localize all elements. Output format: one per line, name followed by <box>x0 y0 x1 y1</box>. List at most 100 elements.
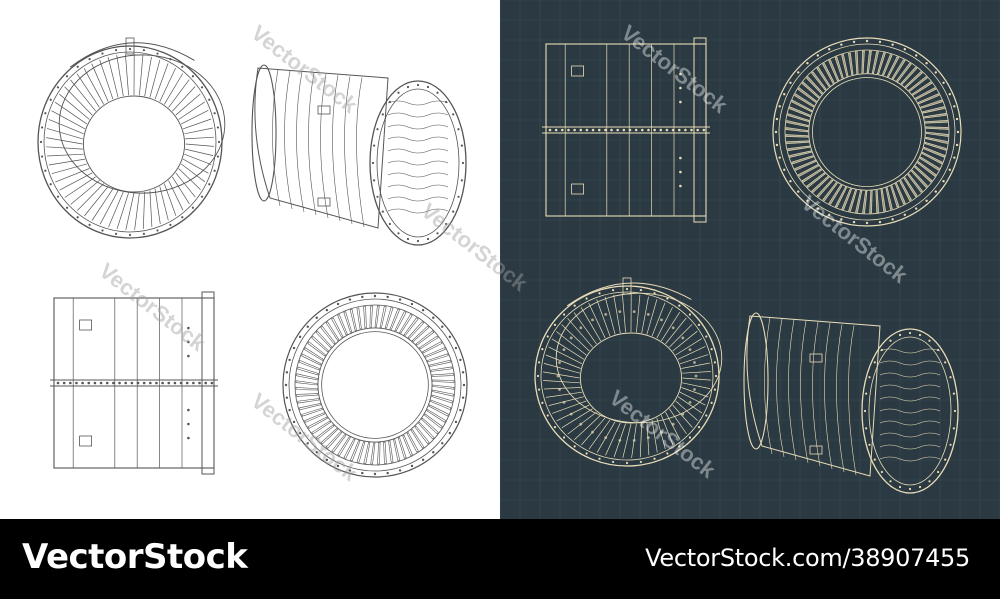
stator-vane <box>904 71 923 89</box>
bolt-hole <box>611 460 615 464</box>
front-flange-inner <box>540 291 714 461</box>
bolt-hole <box>210 381 214 385</box>
stator-vane <box>886 56 900 78</box>
stator-vane <box>665 317 687 345</box>
stator-vane <box>297 366 319 376</box>
stator-vane <box>925 126 949 130</box>
stator-vane <box>675 400 698 421</box>
stator-vane <box>672 330 698 352</box>
stator-vane <box>675 338 702 356</box>
bolt-hole <box>306 442 309 445</box>
bolt-hole <box>459 408 462 412</box>
bolt-hole <box>361 295 364 299</box>
vane-highlight <box>694 374 698 378</box>
front-flange <box>201 291 215 475</box>
vane-row <box>879 456 941 462</box>
stator-vane <box>356 307 362 330</box>
stator-vane <box>544 387 581 390</box>
bolt-hole <box>105 381 109 385</box>
vectorstock-logo[interactable]: VectorStock <box>22 537 248 577</box>
stator-vane <box>923 113 947 119</box>
stator-vane <box>679 391 706 406</box>
stator-vane <box>636 294 641 333</box>
bolt-hole <box>878 220 882 224</box>
bolt-hole <box>567 128 570 132</box>
bolt-hole <box>928 339 931 342</box>
stator-vane <box>855 190 863 213</box>
bolt-hole <box>142 381 146 385</box>
bolt-hole <box>398 469 402 472</box>
stator-vane <box>168 79 190 108</box>
front-flange-inner <box>868 336 952 486</box>
bolt-hole <box>213 169 216 172</box>
bolt-hole <box>597 128 601 132</box>
stator-vane <box>677 346 706 360</box>
stator-vane <box>894 182 906 205</box>
bolt-hole <box>397 232 400 235</box>
bolt-hole <box>816 207 820 210</box>
stator-vane <box>677 396 703 414</box>
stator-vane <box>841 54 849 77</box>
bolt-hole <box>87 381 91 385</box>
stator-vane <box>899 180 912 202</box>
stator-vane <box>797 87 817 103</box>
bolt-hole <box>690 128 693 132</box>
vane-highlight <box>646 436 650 439</box>
bolt-hole <box>187 422 190 426</box>
stator-vane <box>414 425 430 445</box>
casing-rib <box>320 73 329 219</box>
bolt-hole <box>827 48 831 51</box>
casing-rib <box>332 75 341 222</box>
stator-vane <box>424 347 446 358</box>
stator-vane <box>343 311 353 333</box>
bolt-hole <box>421 458 425 462</box>
bolt-hole <box>461 371 465 374</box>
stator-vane <box>866 50 872 74</box>
stator-vane <box>567 411 597 435</box>
stator-vane <box>548 346 583 365</box>
casing-rib <box>344 76 353 225</box>
bolt-hole <box>426 85 430 89</box>
stator-vane <box>418 421 435 440</box>
vane-inner-ring <box>808 73 926 191</box>
bolt-hole <box>373 179 376 182</box>
vane-row <box>387 160 449 166</box>
stator-vane <box>184 127 213 135</box>
bolt-hole <box>40 126 44 129</box>
stator-vane <box>315 330 332 349</box>
stator-vane <box>431 373 454 377</box>
bolt-hole <box>934 71 937 74</box>
stator-vane <box>822 182 838 202</box>
vane-row <box>879 420 941 426</box>
stator-vane <box>917 161 937 177</box>
stator-vane <box>588 302 606 339</box>
bolt-hole <box>955 117 959 121</box>
stator-vane <box>822 62 835 84</box>
bolt-hole <box>397 91 400 94</box>
stator-vane <box>301 407 323 417</box>
bolt-hole <box>944 361 947 364</box>
casing-rib <box>788 319 797 461</box>
vane-highlight <box>591 430 594 434</box>
stator-vane <box>415 330 435 346</box>
stator-vane <box>545 391 583 398</box>
vane-highlight <box>591 318 594 322</box>
bolt-hole <box>169 223 172 226</box>
stator-vane <box>669 323 693 348</box>
stator-vane <box>185 143 214 147</box>
vane-row <box>387 208 449 214</box>
stator-vane <box>363 306 367 329</box>
stator-vane <box>311 335 329 353</box>
stator-vane <box>914 165 933 183</box>
stator-vane <box>55 168 90 183</box>
bolt-hole <box>216 155 220 158</box>
image-id-url[interactable]: VectorStock.com/38907455 <box>645 544 970 572</box>
stator-vane <box>861 50 865 74</box>
bolt-hole <box>62 381 66 385</box>
stator-vane <box>567 317 593 348</box>
bolt-hole <box>573 304 576 307</box>
bolt-hole <box>908 331 912 335</box>
bolt-hole <box>705 414 708 417</box>
stator-vane <box>54 101 88 125</box>
stator-vane <box>854 51 859 75</box>
